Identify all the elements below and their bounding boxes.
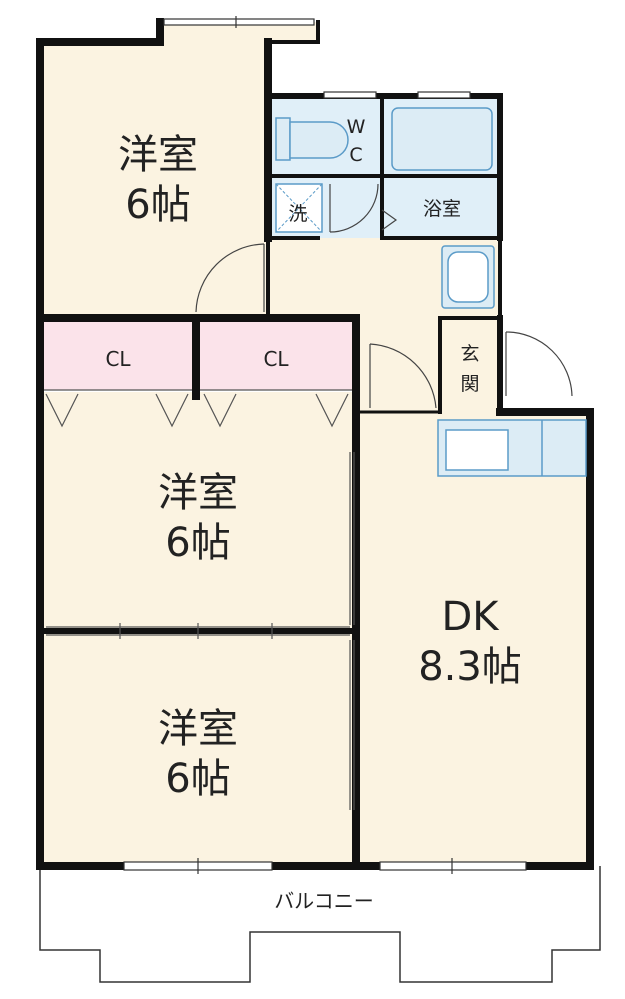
- bath-label: 浴室: [423, 198, 461, 220]
- bedroom-top-name: 洋室: [118, 132, 198, 178]
- toilet-label-w: W: [347, 116, 366, 138]
- closet-right-fill: [198, 318, 356, 390]
- dk-fill: [356, 412, 590, 866]
- closet-right-label: CL: [263, 347, 289, 371]
- fixtures: [275, 107, 587, 477]
- room-fills: [40, 22, 590, 866]
- bedroom-mid-size: 6帖: [165, 520, 230, 566]
- toilet-bowl: [289, 121, 349, 159]
- laundry-pan-cross: [275, 183, 323, 233]
- dk-name: DK: [441, 594, 500, 640]
- entrance-label-1: 玄: [460, 343, 479, 365]
- bedroom-top-size: 6帖: [125, 182, 190, 228]
- balcony-outline: [39, 866, 601, 983]
- door-swings: [195, 183, 573, 409]
- bedroom-mid-fill: [40, 392, 356, 630]
- bedroom-bottom-fill: [40, 632, 356, 866]
- laundry-label: 洗: [288, 203, 307, 225]
- dk-size: 8.3帖: [418, 644, 522, 690]
- entrance-fill: [440, 318, 500, 412]
- walls: [36, 18, 594, 870]
- bedroom-mid-name: 洋室: [158, 470, 238, 516]
- entrance-label-2: 関: [460, 373, 479, 395]
- bedroom-bottom-name: 洋室: [158, 706, 238, 752]
- balcony-label: バルコニー: [274, 889, 374, 913]
- toilet-label-c: C: [349, 144, 362, 166]
- closet-left-fill: [40, 318, 192, 390]
- toilet-tank: [275, 117, 291, 161]
- bedroom-top-fill: [40, 22, 318, 318]
- windows: [123, 16, 527, 874]
- closet-left-label: CL: [105, 347, 131, 371]
- sliding-doors: [44, 389, 355, 810]
- bathtub: [391, 107, 493, 171]
- bedroom-bottom-size: 6帖: [165, 756, 230, 802]
